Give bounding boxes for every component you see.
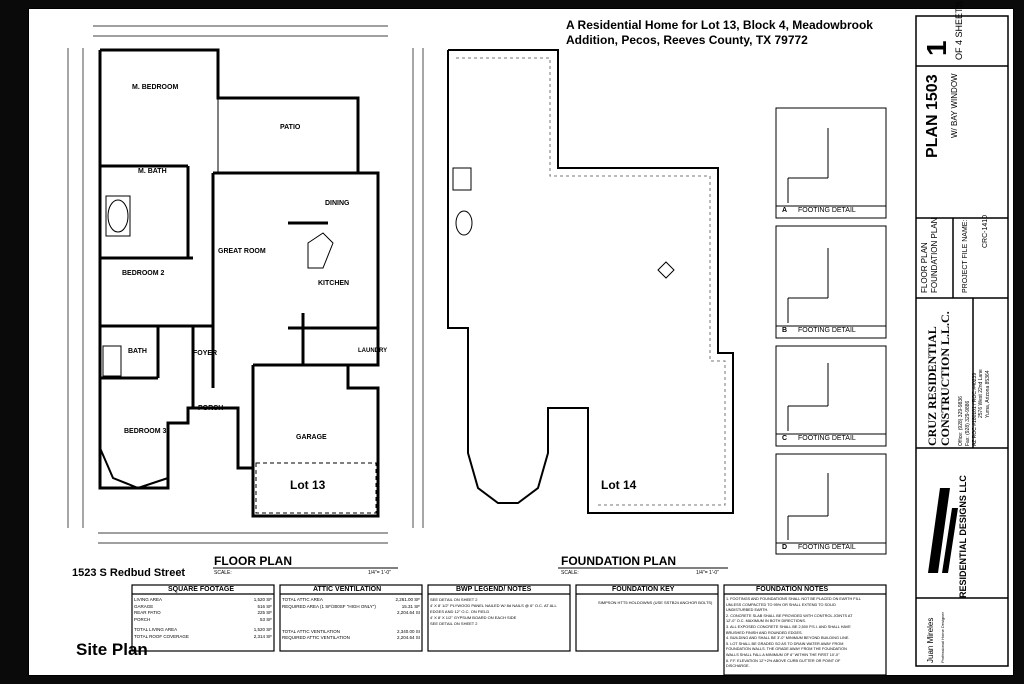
- attic-ventilation-title: ATTIC VENTILATION: [313, 586, 382, 593]
- room-bedroom-3: BEDROOM 3: [124, 428, 167, 435]
- foundation-walls: [447, 49, 734, 514]
- square-footage-title: SQUARE FOOTAGE: [168, 586, 234, 593]
- sheet-number: 1: [921, 40, 952, 56]
- room-dining: DINING: [325, 200, 350, 207]
- list-item: WALLS SHALL FALL A MINIMUM OF 6" WITHIN …: [726, 652, 840, 657]
- lot-14-label: Lot 14: [601, 478, 637, 492]
- footing-letter-d: D: [782, 544, 788, 551]
- sheet-title: FLOOR PLAN FOUNDATION PLAN: [920, 217, 939, 293]
- project-file-label: PROJECT FILE NAME:: [962, 219, 969, 293]
- list-item: 4' X 8' 1/2" PLYWOOD PANEL NAILED W/ 8d …: [430, 603, 557, 614]
- designer-role: Professional Home Designer: [940, 612, 945, 663]
- floor-plan-scale-value: 1/4"= 1'-0": [368, 570, 391, 576]
- bwp-legend-title: BWP LEGEND/ NOTES: [456, 586, 532, 593]
- footing-detail-a: FOOTING DETAIL: [798, 207, 856, 214]
- foundation-key-line: SIMPSON HTT5 HOLDOWNS (USE SSTB24 ANCHOR…: [598, 600, 713, 605]
- room-laundry: LAUNDRY: [358, 348, 388, 354]
- designer-person: Juan Mireles: [926, 617, 935, 663]
- footing-letter-c: C: [782, 435, 788, 442]
- foundation-notes-list: 1. FOOTINGS AND FOUNDATIONS SHALL NOT BE…: [726, 597, 884, 670]
- foundation-plan-scale-label: SCALE:: [561, 570, 579, 576]
- list-item: FOUNDATION WALLS. THE GRADE AWAY FROM TH…: [726, 647, 847, 652]
- table-row: 2,204.64 SI: [396, 610, 420, 615]
- footing-detail-d: FOOTING DETAIL: [798, 544, 856, 551]
- builder-address: 2576 West 22nd Lane Yuma, Arizona 85364: [978, 369, 991, 418]
- site-plan-label: Site Plan: [76, 640, 148, 659]
- room-m-bath: M. BATH: [138, 168, 167, 175]
- room-bedroom-2: BEDROOM 2: [122, 270, 165, 277]
- floor-plan-walls: [98, 48, 380, 518]
- title-block: [915, 15, 1009, 667]
- plan-subtitle: W/ BAY WINDOW: [950, 73, 959, 138]
- table-row: REQUIRED AREA (1 SF/300SF "HIGH ONLY")15…: [282, 603, 420, 609]
- list-item: 5. LOT SHALL BE GRADED SO AS TO DRAIN WA…: [726, 641, 844, 646]
- list-item: 6. F.F. ELEVATION 12"+2% ABOVE CURB GUTT…: [726, 658, 841, 663]
- floor-plan-scale-label: SCALE:: [214, 570, 232, 576]
- footing-letter-b: B: [782, 327, 788, 334]
- list-item: BRUSHED FINISH AND ROUNDED EDGES.: [726, 630, 803, 635]
- list-item: DISCHARGE.: [726, 664, 750, 669]
- footing-letter-a: A: [782, 207, 788, 214]
- floor-plan-drawing: [28, 8, 1014, 676]
- list-item: SEE DETAIL ON SHEET 2: [430, 597, 478, 602]
- foundation-plan-scale-value: 1/4"= 1'-0": [696, 570, 719, 576]
- list-item: 4' X 8' X 1/2" GYPSUM BOARD ON EACH SIDE: [430, 615, 517, 620]
- project-title-line2: Addition, Pecos, Reeves County, TX 79772: [566, 33, 808, 47]
- sheet-count: OF 4 SHEETS: [954, 1, 964, 60]
- blueprint-sheet: A Residential Home for Lot 13, Block 4, …: [28, 1, 1014, 676]
- list-item: 3. ALL EXPOSED CONCRETE SHALL BE 2,500 P…: [726, 624, 851, 629]
- list-item: 4. BUILDING AND SHALL BE 3'-0" MINIMUM B…: [726, 636, 850, 641]
- foundation-key-title: FOUNDATION KEY: [612, 586, 675, 593]
- room-m-bedroom: M. BEDROOM: [132, 84, 179, 91]
- floor-plan-label: FLOOR PLAN: [214, 554, 292, 568]
- foundation-notes-title: FOUNDATION NOTES: [756, 586, 829, 593]
- room-great-room: GREAT ROOM: [218, 248, 266, 255]
- footing-detail-b: FOOTING DETAIL: [798, 327, 856, 334]
- list-item: 12'-0" O.C. MAXIMUM IN BOTH DIRECTIONS.: [726, 619, 806, 624]
- list-item: 2. CONCRETE SLAB SHALL BE PROVIDED WITH …: [726, 613, 853, 618]
- list-item: 1. FOOTINGS AND FOUNDATIONS SHALL NOT BE…: [726, 597, 861, 601]
- builder-contact: Office: (928) 329-9836 Fax: (928) 329-98…: [958, 372, 978, 446]
- street-address: 1523 S Redbud Street: [72, 567, 186, 579]
- room-bath: BATH: [128, 348, 147, 355]
- room-porch: PORCH: [198, 405, 224, 412]
- list-item: UNLESS COMPACTED TO 95% OR SHALL EXTEND …: [726, 602, 836, 607]
- foundation-plan-label: FOUNDATION PLAN: [561, 554, 677, 568]
- project-title-line1: A Residential Home for Lot 13, Block 4, …: [566, 18, 873, 32]
- list-item: UNDISTURBED EARTH.: [726, 608, 769, 613]
- designer-logo: [928, 488, 958, 573]
- room-garage: GARAGE: [296, 434, 327, 441]
- footing-detail-c: FOOTING DETAIL: [798, 435, 856, 442]
- designer-name: RESIDENTIAL DESIGNS LLC: [958, 475, 968, 598]
- room-kitchen: KITCHEN: [318, 280, 350, 287]
- plan-name: PLAN 1503: [924, 74, 941, 158]
- lot-13-label: Lot 13: [290, 478, 326, 492]
- bwp-legend-notes: SEE DETAIL ON SHEET 2 4' X 8' 1/2" PLYWO…: [430, 597, 568, 627]
- project-file-value: CRC-1410: [982, 214, 989, 248]
- builder-name: CRUZ RESIDENTIAL CONSTRUCTION L.L.C.: [925, 311, 952, 446]
- list-item: SEE DETAIL ON SHEET 2: [430, 621, 478, 626]
- room-foyer: FOYER: [193, 350, 218, 357]
- room-patio: PATIO: [280, 124, 301, 131]
